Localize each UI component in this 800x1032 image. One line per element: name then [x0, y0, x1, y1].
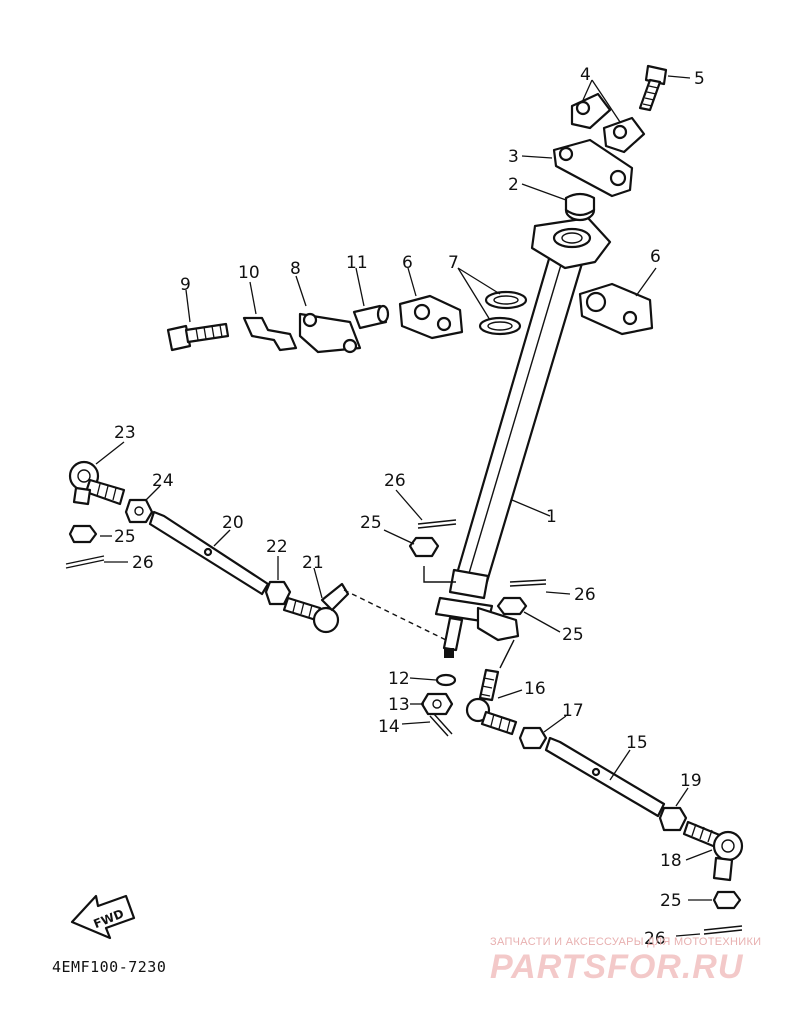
washer-12-part — [435, 673, 457, 687]
bolt-9-part — [166, 322, 230, 352]
callout-3: 3 — [508, 147, 519, 167]
leader-shaft-to-collar — [423, 566, 456, 583]
callout-8: 8 — [290, 259, 301, 279]
leader-arm-to-end — [499, 639, 515, 669]
callout-6-left: 6 — [402, 253, 413, 273]
callout-13: 13 — [388, 695, 410, 715]
watermark-tagline: ЗАПЧАСТИ И АКСЕССУАРЫ ДЛЯ МОТОТЕХНИКИ — [490, 936, 762, 948]
nut-22-part — [264, 580, 292, 606]
bushing-6-left-part — [398, 294, 464, 340]
callout-15: 15 — [626, 733, 648, 753]
nut-25-right-part — [712, 890, 742, 910]
callout-19: 19 — [680, 771, 702, 791]
callout-26-right: 26 — [644, 929, 666, 949]
nut-25-center-left-part — [408, 536, 440, 558]
alignment-line-left — [343, 589, 447, 641]
callout-23: 23 — [114, 423, 136, 443]
callout-25-center-right: 25 — [562, 625, 584, 645]
tie-rod-15-part — [544, 736, 666, 818]
callout-26-center-right: 26 — [574, 585, 596, 605]
steering-shaft-part — [434, 216, 612, 658]
tie-rod-end-16-part — [465, 668, 518, 736]
callout-1: 1 — [546, 507, 557, 527]
collar-2-part — [564, 192, 596, 222]
callout-5: 5 — [694, 69, 705, 89]
cotter-pin-26-center-right-part — [509, 579, 547, 587]
nut-19-part — [658, 806, 688, 832]
tie-rod-20-part — [148, 510, 270, 596]
fwd-arrow-icon: FWD — [70, 894, 136, 940]
callout-2: 2 — [508, 175, 519, 195]
callout-6-right: 6 — [650, 247, 661, 267]
tie-rod-end-23-part — [68, 460, 126, 506]
handlebar-holder-4-part — [570, 92, 646, 154]
leader-lines — [95, 75, 713, 937]
tie-rod-end-21-part — [282, 582, 350, 634]
callout-4: 4 — [580, 65, 591, 85]
clamp-8-part — [298, 312, 362, 354]
bolt-5-part — [638, 64, 668, 112]
callout-20: 20 — [222, 513, 244, 533]
cotter-pin-26-left-part — [65, 555, 105, 569]
collar-11-part — [352, 304, 390, 330]
callout-25-center-left: 25 — [360, 513, 382, 533]
callout-25-left: 25 — [114, 527, 136, 547]
nut-24-part — [124, 498, 154, 524]
callout-18: 18 — [660, 851, 682, 871]
callout-22: 22 — [266, 537, 288, 557]
callout-21: 21 — [302, 553, 324, 573]
callout-17: 17 — [562, 701, 584, 721]
callout-26-left: 26 — [132, 553, 154, 573]
callout-16: 16 — [524, 679, 546, 699]
drawing-code: 4EMF100-7230 — [52, 958, 167, 976]
bushing-6-right-part — [578, 282, 654, 336]
callout-12: 12 — [388, 669, 410, 689]
lock-washer-10-part — [242, 316, 298, 352]
upper-holder-3-part — [552, 138, 634, 198]
callout-11: 11 — [346, 253, 368, 273]
callout-labels: 1 2 3 4 5 6 6 7 8 9 10 11 12 13 14 15 16… — [114, 65, 705, 949]
callout-14: 14 — [378, 717, 400, 737]
nut-17-part — [518, 726, 548, 750]
cotter-pin-26-right-part — [703, 925, 743, 935]
watermark-logo: PARTSFOR.RU — [490, 948, 744, 986]
cotter-pin-14-part — [429, 713, 453, 737]
callout-9: 9 — [180, 275, 191, 295]
cotter-pin-26-center-left-part — [417, 519, 457, 529]
nut-13-part — [420, 692, 454, 716]
callout-25-right: 25 — [660, 891, 682, 911]
callout-24: 24 — [152, 471, 174, 491]
callout-7: 7 — [448, 253, 459, 273]
nut-25-left-part — [68, 524, 98, 544]
callout-26-center-left: 26 — [384, 471, 406, 491]
nut-25-center-right-part — [496, 596, 528, 616]
circlip-7-part — [478, 290, 528, 336]
tie-rod-end-18-part — [682, 820, 744, 882]
callout-10: 10 — [238, 263, 260, 283]
